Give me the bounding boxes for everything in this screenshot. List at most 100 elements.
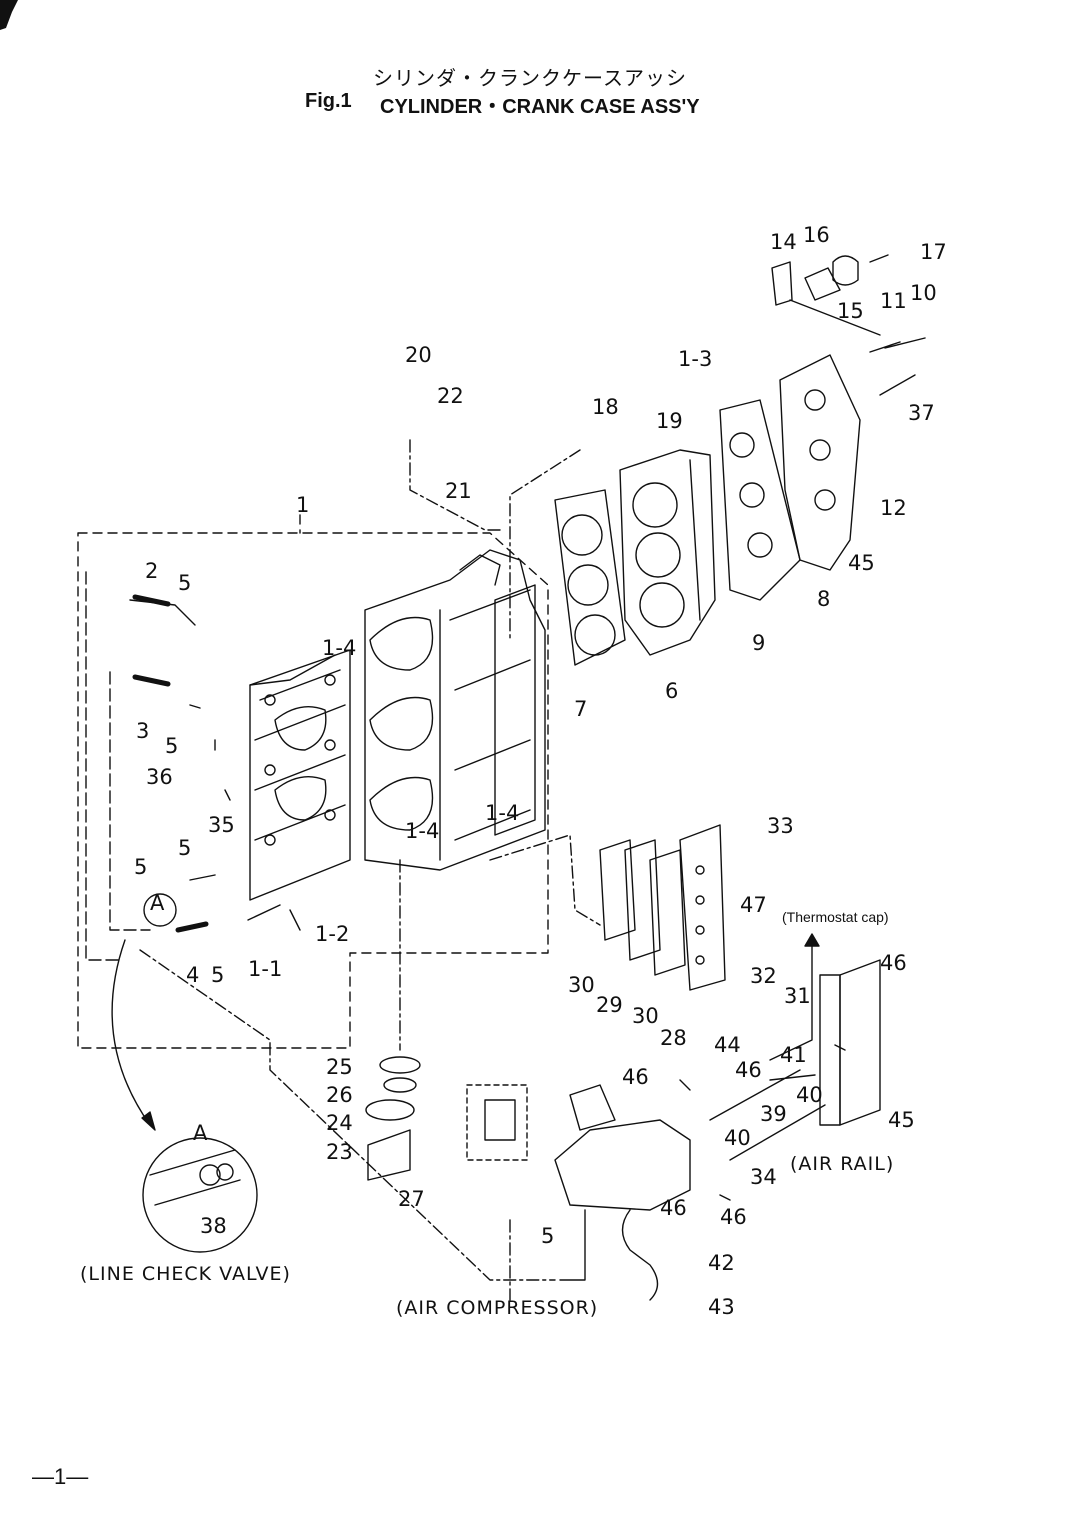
part-label-3: 3 — [136, 719, 149, 743]
part-label-35: 35 — [208, 813, 235, 837]
part-label-1-4-c: 1-4 — [485, 801, 519, 825]
part-label-45-a: 45 — [848, 551, 875, 575]
figure-number: Fig.1 — [305, 90, 352, 112]
part-label-23: 23 — [326, 1140, 353, 1164]
part-label-44: 44 — [714, 1033, 741, 1057]
small-callouts-right — [679, 1044, 846, 1201]
exhaust-plate-set — [599, 824, 726, 991]
part-label-46-c: 46 — [735, 1058, 762, 1082]
caption-line-check-valve: (LINE CHECK VALVE) — [80, 1263, 291, 1285]
part-label-47: 47 — [740, 893, 767, 917]
part-label-30-b: 30 — [632, 1004, 659, 1028]
head-cover-8 — [779, 354, 861, 571]
thermostat-group — [771, 254, 889, 336]
part-label-1-4-a: 1-4 — [322, 636, 356, 660]
part-label-6: 6 — [665, 679, 678, 703]
bolt-10-11 — [869, 337, 926, 396]
part-label-5-c: 5 — [134, 855, 147, 879]
part-label-40-a: 40 — [724, 1126, 751, 1150]
leader-line-check-to-compressor — [139, 949, 556, 1281]
part-label-38: 38 — [200, 1214, 227, 1238]
crankcase-block — [249, 649, 351, 901]
assembly-1-boundary — [77, 514, 549, 1049]
part-label-21: 21 — [445, 479, 472, 503]
part-label-1-2: 1-2 — [315, 922, 349, 946]
part-label-46-e: 46 — [660, 1196, 687, 1220]
part-label-27: 27 — [398, 1187, 425, 1211]
leader-18 — [509, 449, 581, 641]
pins-2-3 — [132, 594, 171, 687]
air-rail-assembly — [709, 959, 881, 1161]
thermostat-cap-pointer — [769, 939, 813, 1061]
part-label-34: 34 — [750, 1165, 777, 1189]
part-label-24: 24 — [326, 1111, 353, 1135]
part-label-19: 19 — [656, 409, 683, 433]
part-label-37: 37 — [908, 401, 935, 425]
part-label-33: 33 — [767, 814, 794, 838]
part-label-2: 2 — [145, 559, 158, 583]
part-label-25: 25 — [326, 1055, 353, 1079]
part-label-36: 36 — [146, 765, 173, 789]
part-label-45-b: 45 — [888, 1108, 915, 1132]
part-label-17: 17 — [920, 240, 947, 264]
small-callouts-bottom-left — [189, 874, 301, 931]
part-label-5-a: 5 — [178, 571, 191, 595]
part-label-31: 31 — [784, 984, 811, 1008]
part-label-29: 29 — [596, 993, 623, 1017]
part-label-46-b: 46 — [622, 1065, 649, 1089]
part-label-46-d: 46 — [720, 1205, 747, 1229]
part-label-7: 7 — [574, 697, 587, 721]
detail-a-label: A — [193, 1121, 208, 1145]
part-label-9: 9 — [752, 631, 765, 655]
part-label-39: 39 — [760, 1102, 787, 1126]
part-label-1-3: 1-3 — [678, 347, 712, 371]
part-label-1: 1 — [296, 493, 309, 517]
caption-thermostat-cap: (Thermostat cap) — [782, 909, 889, 925]
part-label-42: 42 — [708, 1251, 735, 1275]
cylinder-block — [364, 549, 546, 871]
small-callouts-left — [129, 599, 231, 801]
part-label-11: 11 — [880, 289, 907, 313]
part-label-16: 16 — [803, 223, 830, 247]
part-label-5-b: 5 — [165, 734, 178, 758]
part-label-22: 22 — [437, 384, 464, 408]
leader-3 — [109, 671, 151, 931]
part-label-28: 28 — [660, 1026, 687, 1050]
part-label-18: 18 — [592, 395, 619, 419]
corner-mark — [0, 0, 18, 30]
title-english: CYLINDER・CRANK CASE ASS'Y — [380, 96, 700, 118]
cylinder-head-6 — [619, 449, 716, 656]
thermostat-lower-group — [365, 1056, 528, 1181]
thermostat-cap-arrowhead — [804, 933, 820, 947]
head-cover-gasket-9 — [719, 399, 801, 601]
air-compressor — [554, 1084, 691, 1301]
detail-a-marker: A — [150, 891, 165, 915]
head-gasket-7 — [554, 489, 626, 666]
caption-air-rail: (AIR RAIL) — [790, 1153, 894, 1175]
part-label-5-e: 5 — [211, 963, 224, 987]
title-japanese: シリンダ・クランクケースアッシ — [373, 66, 687, 90]
pin-4 — [175, 921, 209, 933]
part-label-10: 10 — [910, 281, 937, 305]
part-label-26: 26 — [326, 1083, 353, 1107]
part-label-15: 15 — [837, 299, 864, 323]
part-label-20: 20 — [405, 343, 432, 367]
part-label-1-1: 1-1 — [248, 957, 282, 981]
part-label-12: 12 — [880, 496, 907, 520]
leader-exhaust — [489, 834, 601, 926]
detail-a-line-check-valve — [111, 893, 258, 1253]
part-label-40-b: 40 — [796, 1083, 823, 1107]
leader-20 — [409, 439, 501, 531]
part-label-43: 43 — [708, 1295, 735, 1319]
caption-air-compressor: (AIR COMPRESSOR) — [396, 1297, 598, 1319]
page-number: —1— — [32, 1464, 89, 1489]
part-label-5-d: 5 — [178, 836, 191, 860]
part-label-32: 32 — [750, 964, 777, 988]
part-label-41: 41 — [780, 1043, 807, 1067]
part-label-30-a: 30 — [568, 973, 595, 997]
part-label-4: 4 — [186, 963, 199, 987]
part-label-14: 14 — [770, 230, 797, 254]
part-label-5-f: 5 — [541, 1224, 554, 1248]
